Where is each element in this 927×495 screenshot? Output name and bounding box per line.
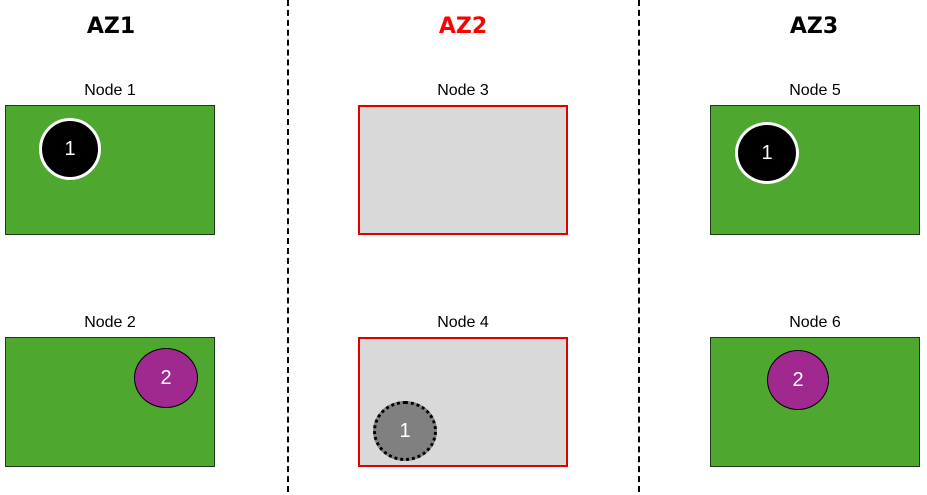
node-label-6: Node 6 [789, 314, 841, 331]
pod-label: 2 [160, 367, 172, 389]
pod-label: 1 [399, 420, 411, 442]
node-5: 1 [710, 105, 920, 235]
pod-pending: 1 [373, 401, 437, 461]
node-label-1: Node 1 [84, 82, 136, 99]
node-3 [358, 105, 568, 235]
pod-label: 1 [64, 138, 76, 160]
pod-1: 1 [39, 118, 101, 180]
node-1: 1 [5, 105, 215, 235]
node-6: 2 [710, 337, 920, 467]
zone-title-az3: AZ3 [789, 14, 839, 39]
zone-divider-1 [287, 0, 289, 492]
node-label-5: Node 5 [789, 82, 841, 99]
pod-1: 1 [735, 122, 799, 184]
zone-title-az2: AZ2 [438, 14, 488, 39]
node-label-4: Node 4 [437, 314, 489, 331]
node-label-3: Node 3 [437, 82, 489, 99]
node-2: 2 [5, 337, 215, 467]
pod-2: 2 [134, 348, 198, 408]
zone-divider-2 [638, 0, 640, 492]
node-label-2: Node 2 [84, 314, 136, 331]
node-4: 1 [358, 337, 568, 467]
zone-title-az1: AZ1 [86, 14, 136, 39]
pod-label: 2 [792, 369, 804, 391]
pod-label: 1 [761, 142, 773, 164]
pod-2: 2 [767, 350, 829, 410]
